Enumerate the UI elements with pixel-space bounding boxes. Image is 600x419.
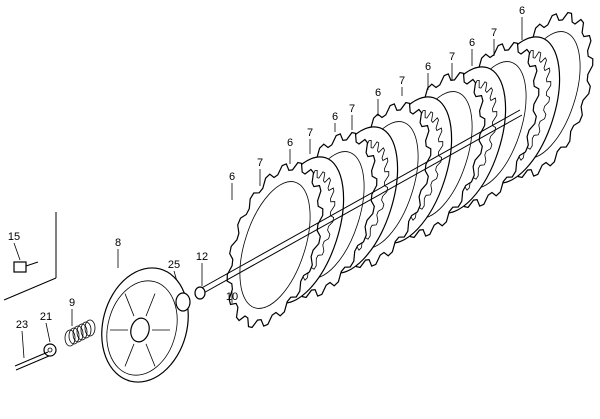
callout-number: 21	[40, 311, 52, 323]
bearing-25	[175, 292, 191, 312]
spring-coil	[84, 319, 96, 337]
callout-number: 6	[332, 111, 338, 123]
pressure-plate-hub	[130, 317, 150, 343]
spring-coil	[80, 321, 92, 339]
callout-number: 6	[287, 137, 293, 149]
callout-clutch-plate: 7	[491, 27, 497, 56]
callout-number: 7	[257, 157, 263, 169]
callout-number: 6	[519, 5, 525, 17]
callout-number: 23	[16, 319, 28, 331]
callout-number: 7	[349, 103, 355, 115]
leader-line	[45, 322, 51, 343]
callout-number: 6	[425, 61, 431, 73]
disc-outline	[226, 161, 324, 329]
friction-disc	[226, 161, 324, 329]
callout-number: 12	[196, 251, 208, 263]
pressure-plate-spoke	[145, 343, 156, 367]
callout-friction-disc: 6	[469, 37, 475, 66]
callout-number: 25	[168, 259, 180, 271]
spring-coil	[72, 325, 84, 343]
callout-clutch-plate: 7	[257, 157, 263, 186]
washer	[43, 343, 57, 357]
bearing-12	[194, 286, 206, 300]
clutch-plate-stack	[226, 11, 594, 329]
callout-friction-disc: 6	[519, 5, 525, 40]
pressure-plate-spoke	[145, 293, 156, 317]
callout-clutch-plate: 7	[399, 75, 405, 96]
pressure-plate	[101, 267, 189, 383]
callout-number: 6	[469, 37, 475, 49]
callout-friction-disc: 6	[425, 61, 431, 90]
bolt-15-shank	[25, 261, 39, 267]
clutch-spring	[64, 319, 96, 347]
pressure-plate-spoke	[124, 293, 135, 317]
callout-pressure-plate: 8	[115, 237, 121, 268]
callout-bolt-15: 15	[8, 231, 21, 261]
callout-number: 7	[399, 75, 405, 87]
callout-washer: 21	[40, 311, 52, 343]
callout-number: 6	[229, 171, 235, 183]
callout-clutch-plate: 7	[449, 51, 455, 80]
callout-clutch-plate: 7	[307, 127, 313, 154]
callout-number: 7	[491, 27, 497, 39]
bolt-15-head	[13, 261, 27, 273]
callout-bolt-23: 23	[16, 319, 28, 359]
callout-clutch-plate: 7	[349, 103, 355, 130]
bolt-23	[14, 351, 49, 367]
callout-friction-disc: 6	[375, 87, 381, 116]
callout-number: 7	[449, 51, 455, 63]
lifter-rod-edge	[199, 114, 523, 296]
lifter-rod	[197, 109, 521, 291]
callout-number: 8	[115, 237, 121, 249]
disc-inner-edge	[239, 181, 311, 309]
callout-lifter-rod: 10	[226, 290, 238, 303]
spring-coil	[68, 327, 80, 345]
callout-spring: 9	[69, 297, 75, 326]
callout-friction-disc: 6	[287, 137, 293, 164]
washer-hole	[47, 347, 53, 353]
bolt-23-edge	[15, 355, 50, 371]
leader-line	[21, 330, 25, 359]
callout-number: 9	[69, 297, 75, 309]
case-edge-line	[3, 277, 57, 301]
callout-number: 7	[307, 127, 313, 139]
pressure-plate-spoke	[124, 343, 135, 367]
leader-line	[13, 242, 21, 261]
callout-number: 15	[8, 231, 20, 243]
callout-friction-disc: 6	[229, 171, 235, 200]
callout-number: 6	[375, 87, 381, 99]
callout-bearing: 12	[196, 251, 208, 286]
spring-coil	[64, 329, 76, 347]
callout-friction-disc: 6	[332, 111, 338, 132]
pressure-plate-inner	[106, 280, 178, 376]
spring-coil	[76, 323, 88, 341]
